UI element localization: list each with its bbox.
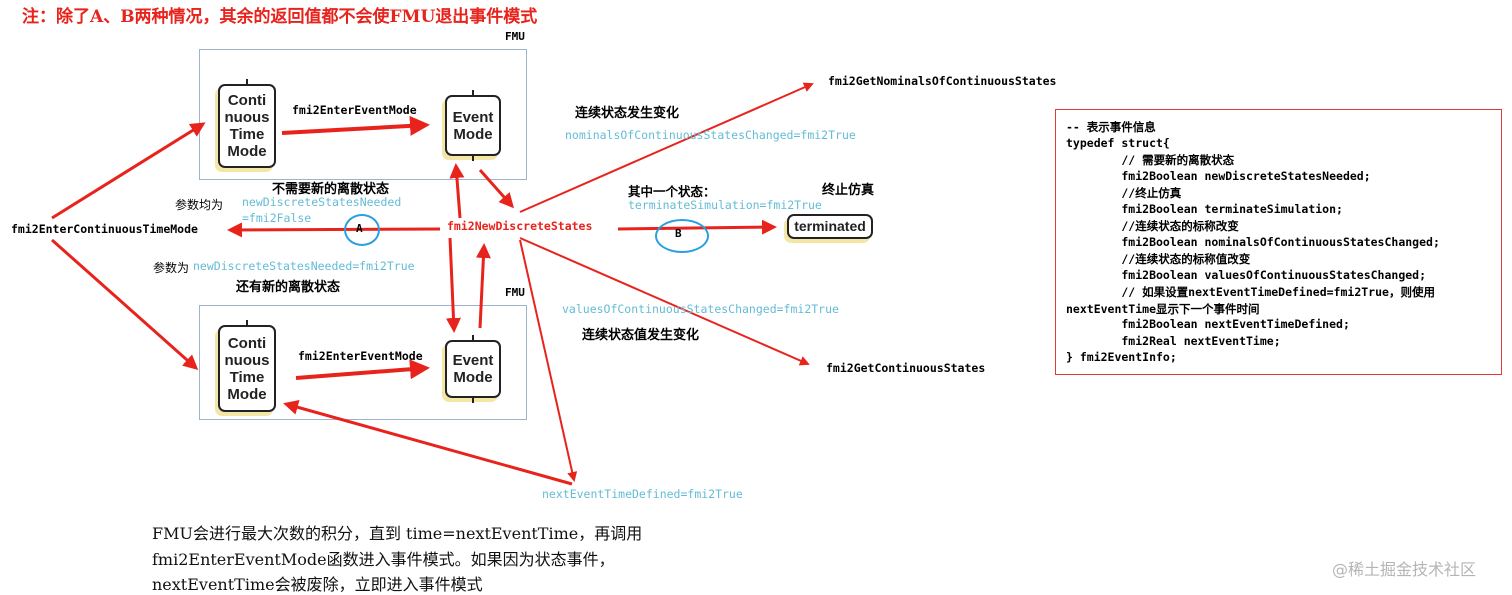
params-all-label: 参数均为 (175, 198, 224, 212)
struct-line: //连续状态的标称值改变 (1066, 252, 1251, 266)
params-for-label: 参数为 (153, 261, 190, 275)
arrow-ectm-to-ctm-bottom (51, 238, 199, 370)
state-tick (246, 320, 248, 325)
struct-line: fmi2Boolean nominalsOfContinuousStatesCh… (1066, 235, 1440, 249)
arrow-nds-to-em-top (449, 163, 465, 219)
arrow-em-bottom-to-nds (475, 243, 491, 329)
continuous-state-changed-label: 连续状态发生变化 (575, 106, 680, 121)
event-mode-state-top: Event Mode (445, 95, 501, 156)
terminated-state: terminated (787, 214, 873, 239)
enter-continuous-time-mode-label: fmi2EnterContinuousTimeMode (11, 222, 198, 236)
arrow-nds-to-ectm (227, 222, 441, 238)
arrow-nds-to-nextevent (519, 239, 578, 482)
new-discrete-states-label: fmi2NewDiscreteStates (447, 219, 593, 233)
continuous-time-mode-state-top: Conti nuous Time Mode (218, 84, 276, 168)
terminate-simulation-label: terminateSimulation=fmi2True (628, 198, 822, 212)
nominals-changed-label: nominalsOfContinuousStatesChanged=fmi2Tr… (565, 128, 856, 142)
struct-line: fmi2Boolean terminateSimulation; (1066, 202, 1343, 216)
bottom-note-line-1: FMU会进行最大次数的积分，直到 time=nextEventTime，再调用 (152, 524, 643, 543)
terminate-sim-cn-label: 终止仿真 (822, 183, 875, 198)
values-changed-cn-label: 连续状态值发生变化 (582, 328, 700, 343)
arrow-ectm-to-ctm-top (51, 122, 206, 220)
arrow-ctm-to-em-top (281, 115, 430, 136)
arrow-ctm-to-em-bottom (295, 359, 430, 380)
circle-a (344, 214, 380, 246)
struct-line: fmi2Boolean nextEventTimeDefined; (1066, 317, 1350, 331)
new-discrete-needed-label: newDiscreteStatesNeeded (242, 195, 402, 209)
struct-line: //终止仿真 (1066, 186, 1182, 200)
arrow-nds-to-getcs (519, 237, 810, 366)
circle-a-letter: A (356, 222, 363, 235)
enter-event-mode-label-bottom: fmi2EnterEventMode (298, 349, 423, 363)
arrow-em-to-nds (478, 169, 514, 209)
struct-line: // 需要新的离散状态 (1066, 153, 1235, 167)
struct-line: fmi2Boolean newDiscreteStatesNeeded; (1066, 169, 1371, 183)
struct-line: typedef struct{ (1066, 136, 1170, 150)
state-tick (472, 156, 474, 161)
eq-false-label: =fmi2False (242, 211, 312, 225)
struct-line: fmi2Real nextEventTime; (1066, 334, 1281, 348)
enter-event-mode-label-top: fmi2EnterEventMode (292, 103, 417, 117)
bottom-note-line-2: fmi2EnterEventMode函数进入事件模式。如果因为状态事件， (152, 550, 615, 569)
struct-line: // 如果设置nextEventTimeDefined=fmi2True，则使用 (1066, 285, 1435, 299)
get-nominals-label: fmi2GetNominalsOfContinuousStates (828, 74, 1057, 88)
header-note: 注：除了A、B两种情况，其余的返回值都不会使FMU退出事件模式 (22, 7, 538, 27)
state-tick (246, 79, 248, 84)
circle-b (655, 219, 709, 253)
new-discrete-needed-true-label: newDiscreteStatesNeeded=fmi2True (193, 259, 415, 273)
values-changed-label: valuesOfContinuousStatesChanged=fmi2True (562, 302, 839, 316)
next-event-time-defined-label: nextEventTimeDefined=fmi2True (542, 487, 743, 501)
state-tick (472, 335, 474, 340)
still-new-discrete-label: 还有新的离散状态 (236, 280, 341, 295)
watermark: @稀土掘金技术社区 (1332, 560, 1477, 579)
circle-b-letter: B (675, 227, 682, 240)
state-tick (472, 90, 474, 95)
struct-line: nextEventTime显示下一个事件时间 (1066, 302, 1260, 316)
continuous-time-mode-state-bottom: Conti nuous Time Mode (218, 325, 276, 412)
event-info-struct-box: -- 表示事件信息 typedef struct{ // 需要新的离散状态 fm… (1055, 109, 1502, 375)
struct-line: -- 表示事件信息 (1066, 120, 1156, 134)
event-mode-state-bottom: Event Mode (445, 340, 501, 398)
arrow-nds-to-em-bottom (445, 237, 461, 333)
fmu-bottom-label: FMU (505, 286, 525, 299)
struct-line: } fmi2EventInfo; (1066, 350, 1177, 364)
struct-line: //连续状态的标称改变 (1066, 219, 1239, 233)
fmu-top-label: FMU (505, 30, 525, 43)
one-of-states-label: 其中一个状态： (628, 184, 716, 199)
get-continuous-states-label: fmi2GetContinuousStates (826, 361, 986, 375)
arrow-nextevent-to-ctm (283, 400, 573, 486)
arrow-nds-to-nominals (519, 82, 814, 213)
bottom-note-line-3: nextEventTime会被废除，立即进入事件模式 (152, 575, 483, 594)
struct-line: fmi2Boolean valuesOfContinuousStatesChan… (1066, 268, 1427, 282)
state-tick (472, 398, 474, 403)
no-new-discrete-label: 不需要新的离散状态 (272, 182, 390, 197)
